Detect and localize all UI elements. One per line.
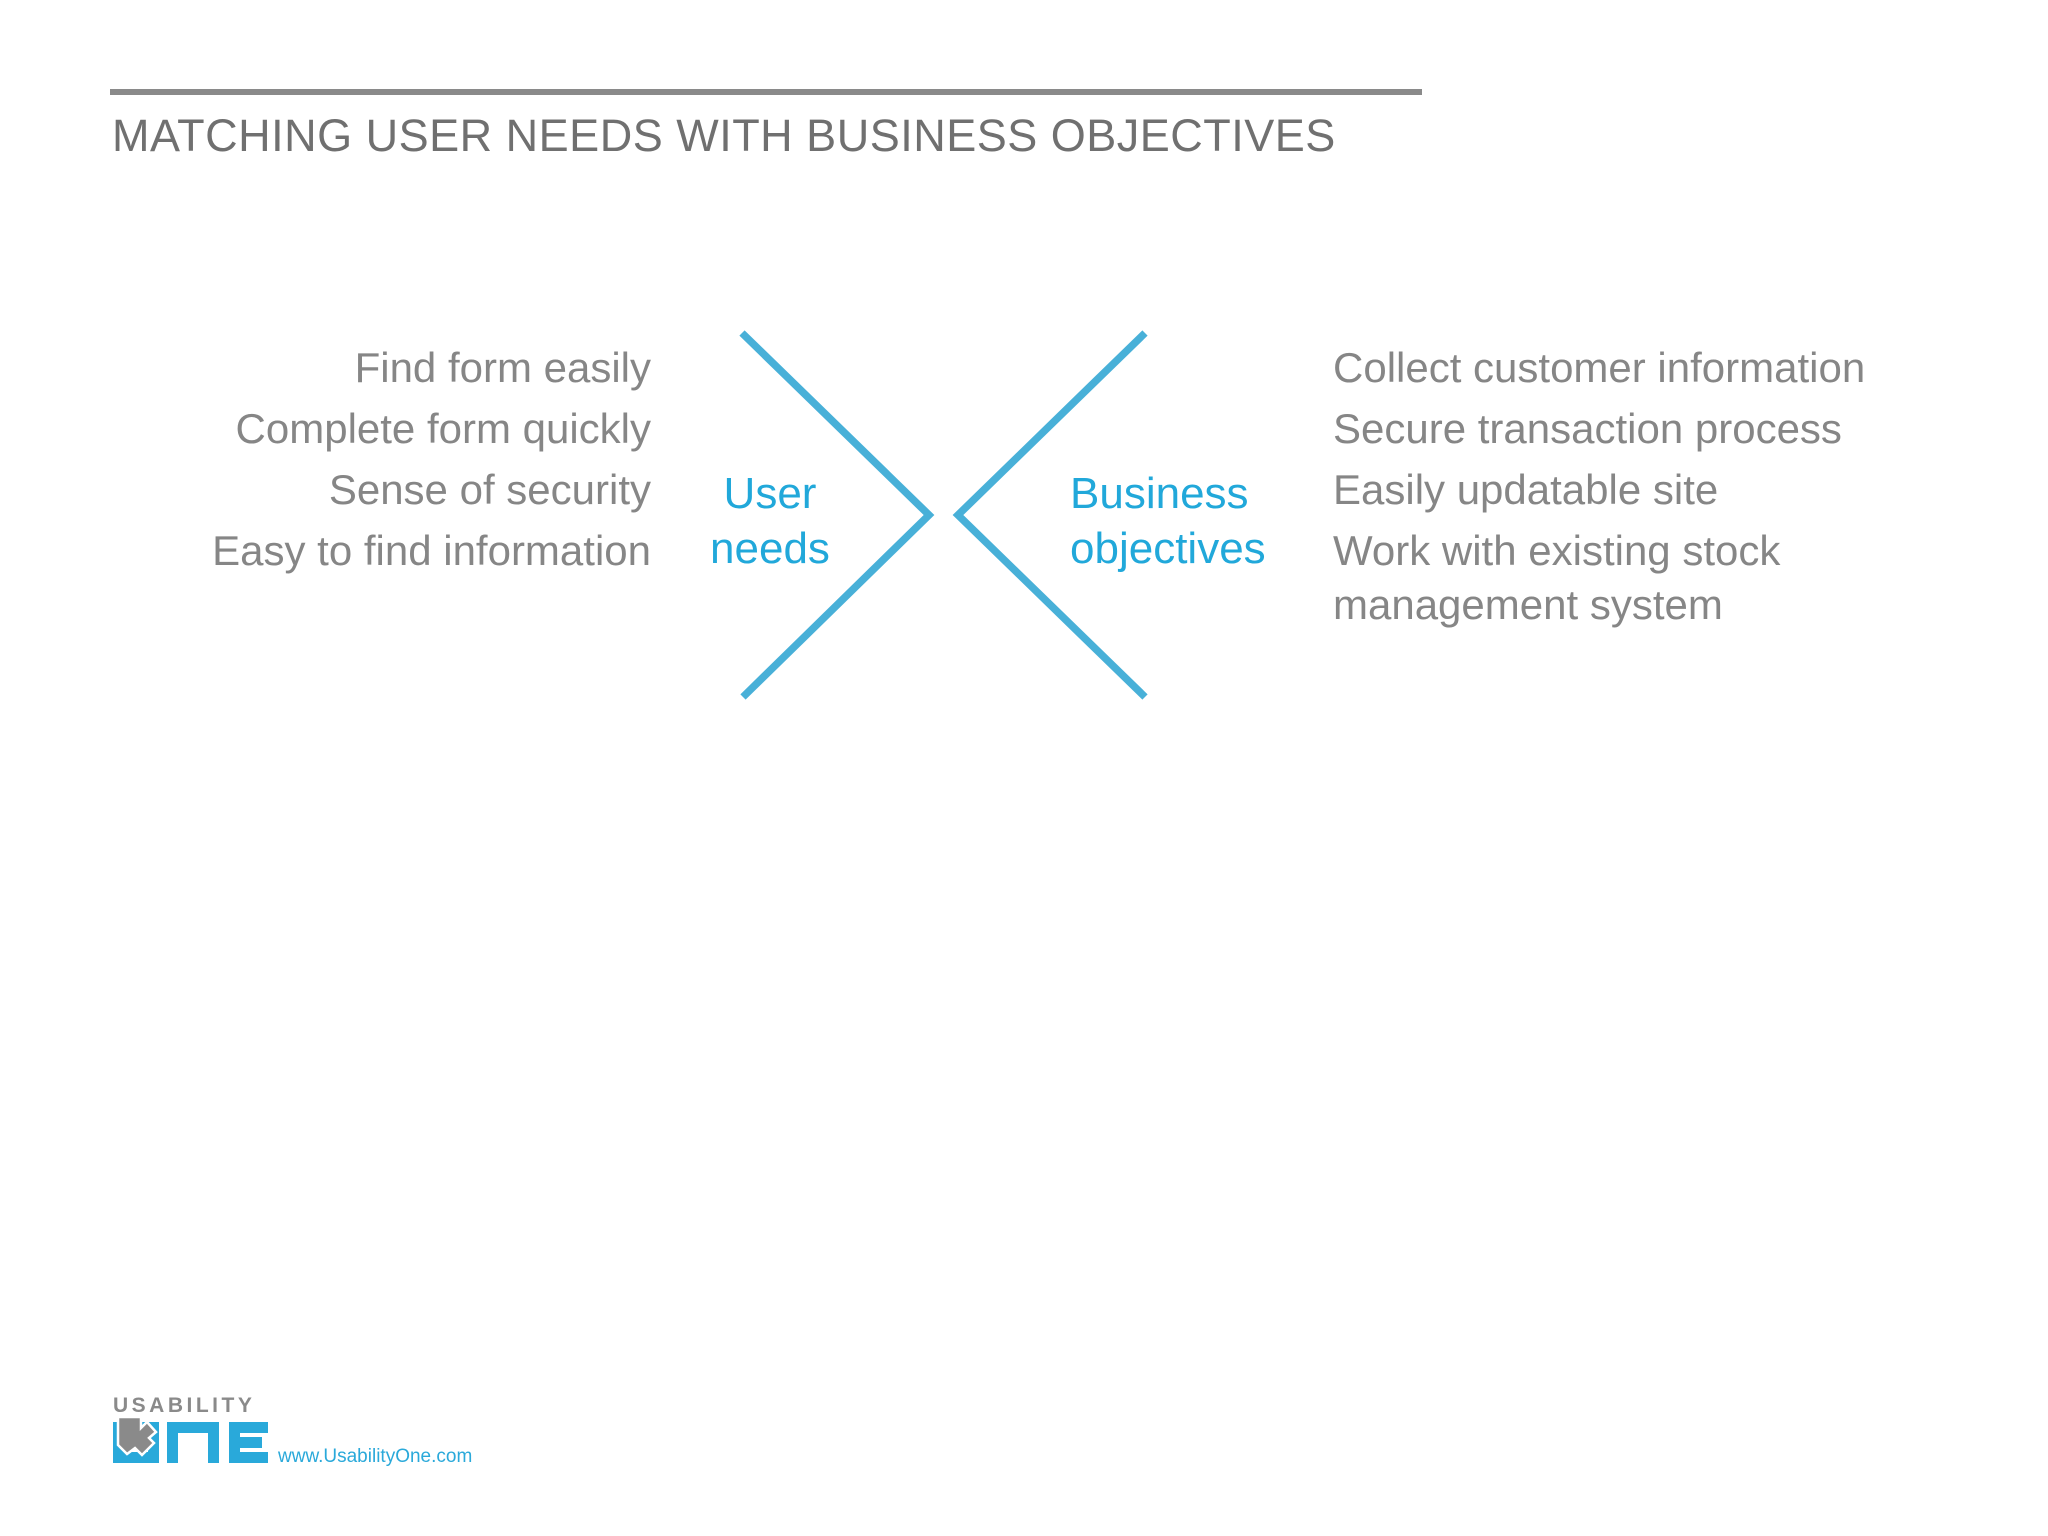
business-objectives-list: Collect customer information Secure tran… bbox=[1333, 341, 1953, 639]
user-needs-list: Find form easily Complete form quickly S… bbox=[151, 341, 651, 585]
logo-letter-e bbox=[229, 1422, 268, 1463]
website-url: www.UsabilityOne.com bbox=[278, 1446, 473, 1467]
list-item: Easily updatable site bbox=[1333, 466, 1719, 513]
logo-brand-text: USABILITY bbox=[113, 1394, 256, 1417]
label-line: needs bbox=[710, 524, 830, 573]
business-objectives-chevron-icon bbox=[952, 330, 1148, 700]
list-item: Find form easily bbox=[354, 344, 651, 391]
title-rule bbox=[110, 89, 1422, 95]
list-item: Complete form quickly bbox=[235, 405, 651, 452]
list-item: Sense of security bbox=[328, 466, 651, 513]
usability-one-logo: USABILITY www.UsabilityOne.com bbox=[113, 1394, 533, 1474]
list-item: Easy to find information bbox=[212, 527, 651, 574]
list-item: Collect customer information bbox=[1333, 344, 1866, 391]
user-needs-label: User needs bbox=[690, 466, 850, 576]
label-line: Business bbox=[1070, 469, 1249, 518]
cursor-arrow-icon bbox=[116, 1416, 158, 1457]
label-line: User bbox=[723, 469, 817, 518]
logo-one-mark bbox=[113, 1416, 268, 1463]
page-title: MATCHING USER NEEDS WITH BUSINESS OBJECT… bbox=[112, 110, 1336, 161]
business-objectives-label: Business objectives bbox=[1070, 466, 1390, 576]
label-line: objectives bbox=[1070, 524, 1266, 573]
list-item: Secure transaction process bbox=[1333, 405, 1842, 452]
logo-letter-n bbox=[167, 1422, 219, 1463]
user-needs-chevron-icon bbox=[739, 330, 935, 700]
list-item: Work with existing stock management syst… bbox=[1333, 527, 1781, 628]
chevrons-graphic bbox=[739, 330, 1148, 700]
